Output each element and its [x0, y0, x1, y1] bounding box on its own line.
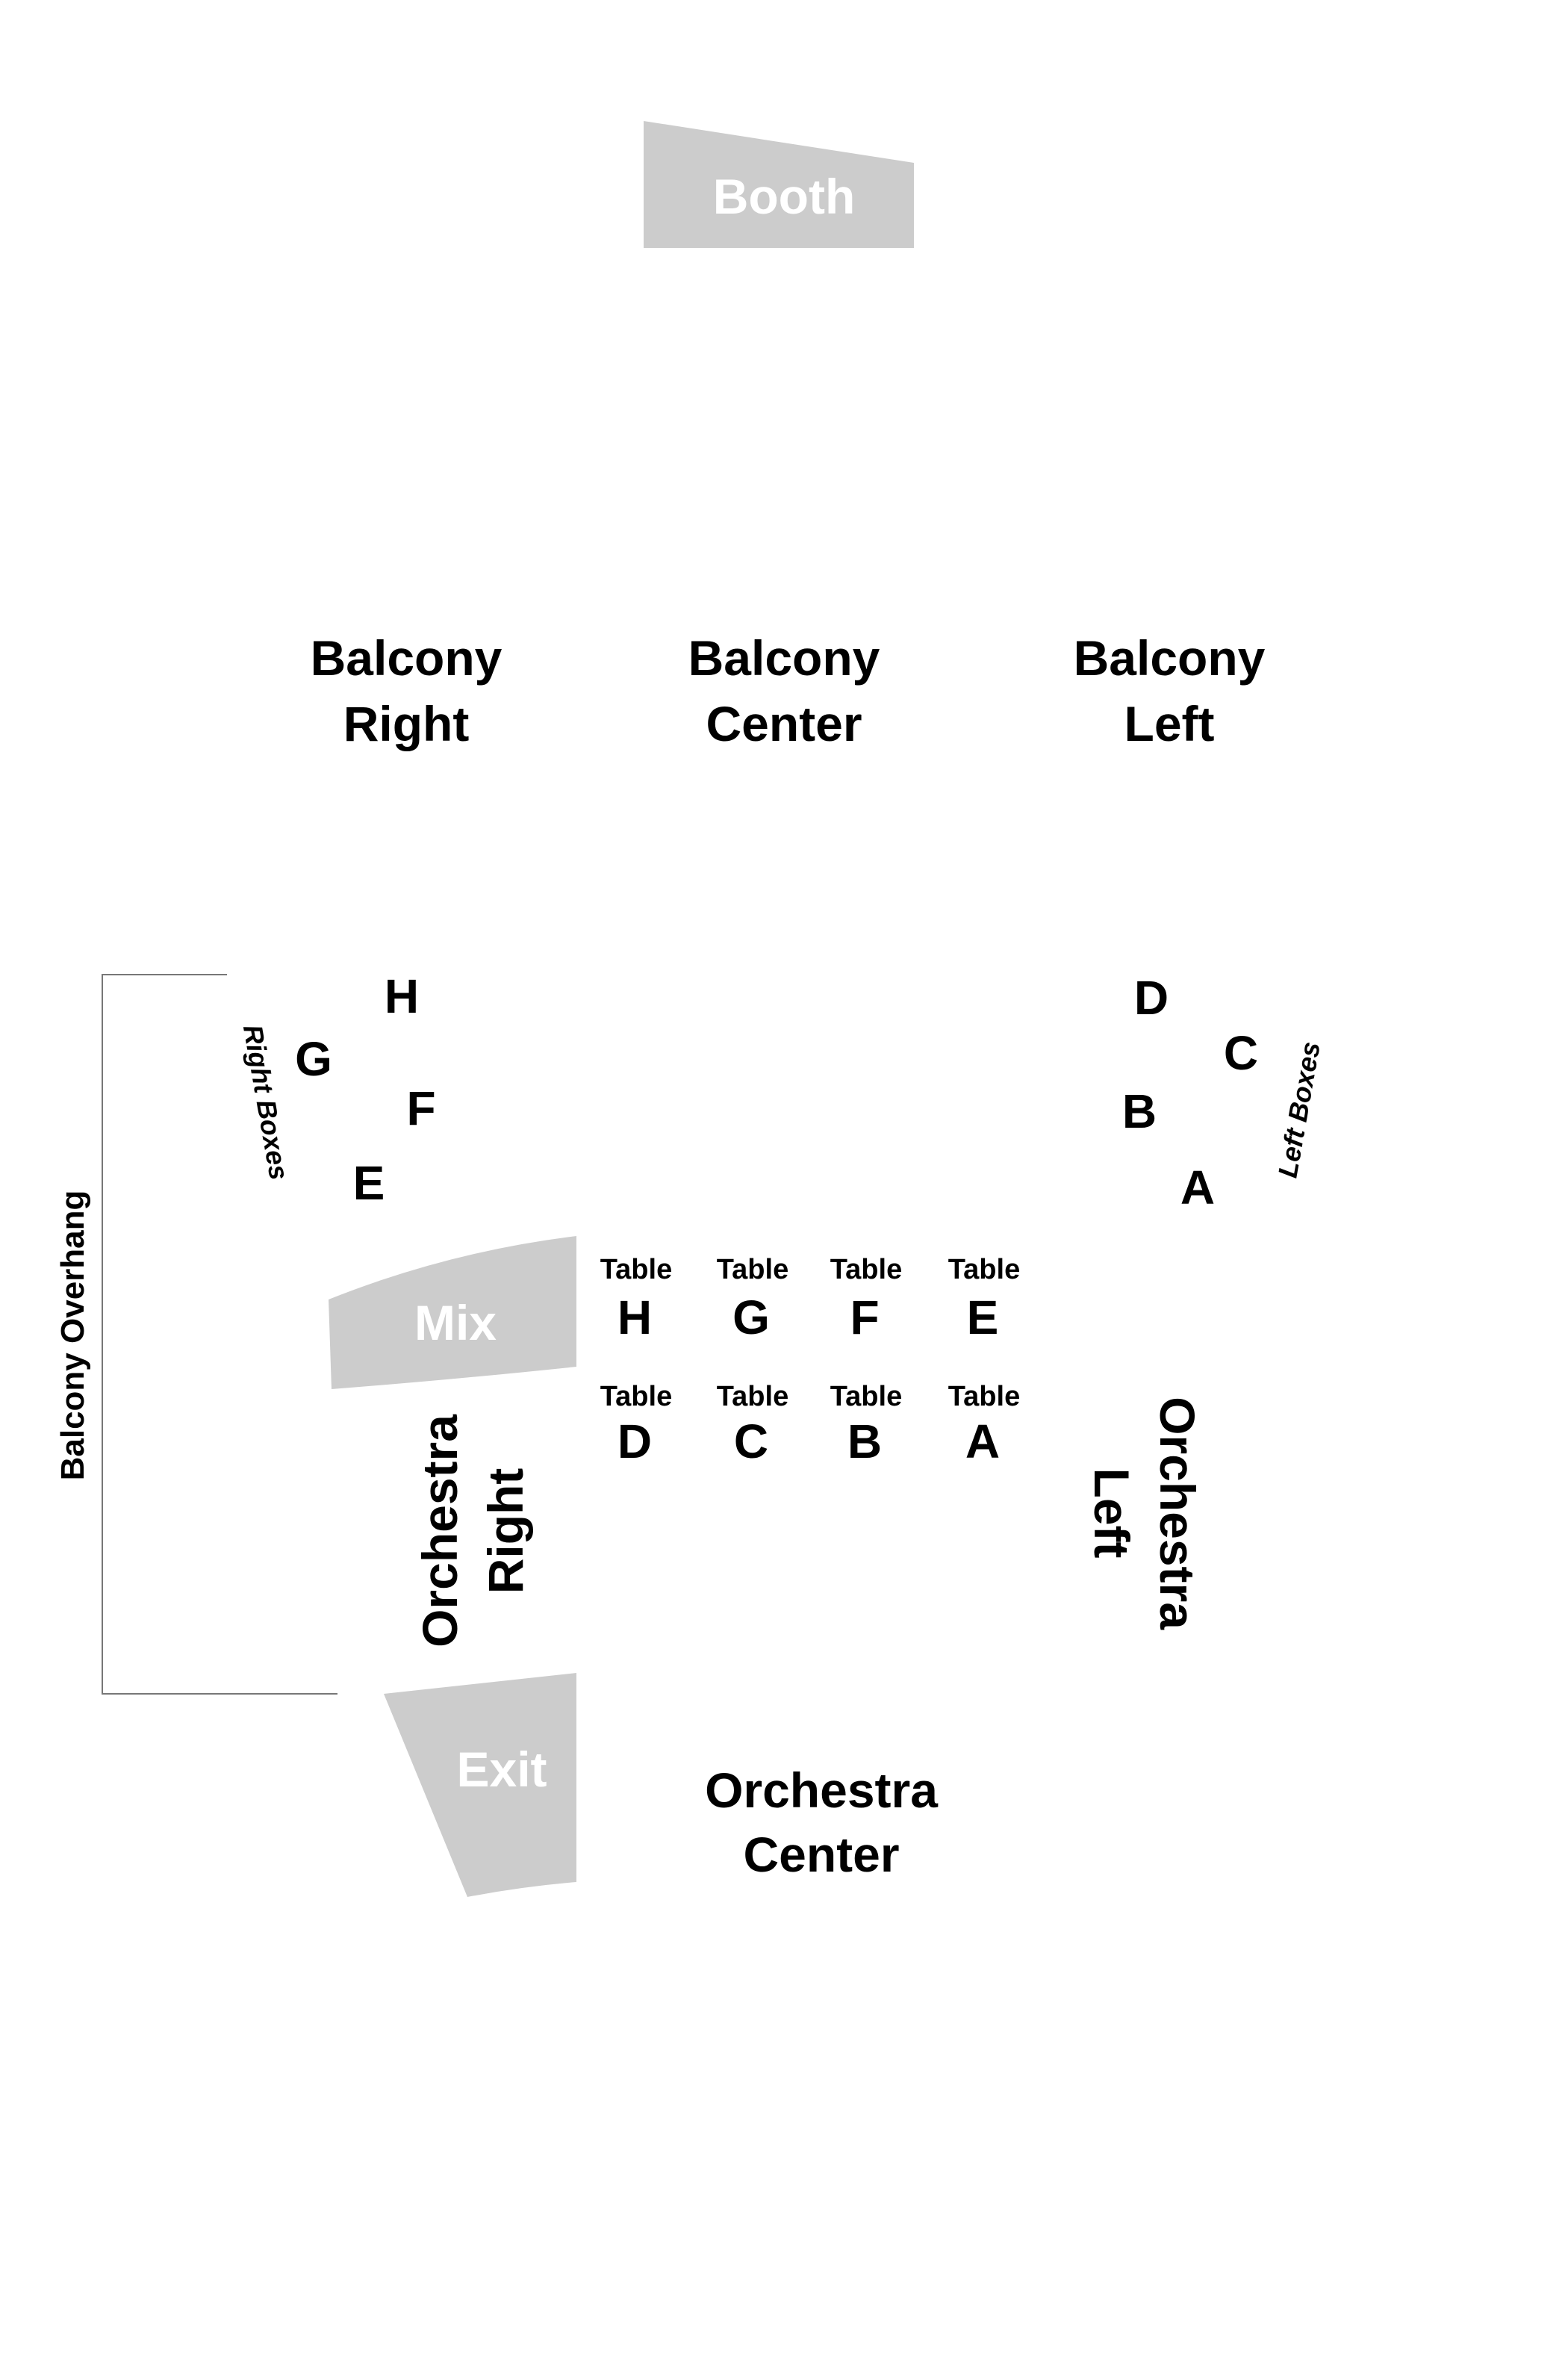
orchestra-left-section[interactable]: Orchestra Left	[1084, 1397, 1205, 1630]
balcony-center-label-line2: Center	[706, 696, 862, 751]
balcony-overhang-label: Balcony Overhang	[55, 1190, 91, 1481]
right-box-h[interactable]: H	[385, 969, 419, 1023]
table-e-letter: E	[967, 1291, 999, 1344]
balcony-right-label-line2: Right	[343, 696, 470, 751]
right-box-g[interactable]: G	[295, 1032, 332, 1086]
balcony-overhang: Balcony Overhang	[55, 974, 337, 1695]
table-b[interactable]: Table B	[830, 1381, 902, 1468]
table-f[interactable]: Table F	[830, 1254, 902, 1344]
orchestra-right-section[interactable]: Orchestra Right	[412, 1414, 533, 1648]
left-box-c[interactable]: C	[1224, 1026, 1258, 1080]
tables: Table H Table G Table F Table E Table D …	[600, 1254, 1020, 1468]
right-boxes-title: Right Boxes	[237, 1022, 295, 1182]
table-h-word: Table	[600, 1254, 672, 1285]
orchestra-left-label-line1: Orchestra	[1150, 1397, 1205, 1630]
table-h[interactable]: Table H	[600, 1254, 672, 1344]
table-c-word: Table	[717, 1381, 788, 1412]
table-h-letter: H	[617, 1291, 652, 1344]
left-box-b[interactable]: B	[1122, 1084, 1157, 1138]
table-c[interactable]: Table C	[717, 1381, 788, 1468]
orchestra-center-label-line1: Orchestra	[705, 1763, 939, 1818]
left-box-d[interactable]: D	[1134, 971, 1169, 1025]
balcony-left-section[interactable]: Balcony Left	[1074, 630, 1266, 751]
table-b-letter: B	[847, 1415, 882, 1468]
table-e-word: Table	[948, 1254, 1020, 1285]
booth-label: Booth	[713, 169, 856, 224]
orchestra-left-label-line2: Left	[1084, 1468, 1139, 1559]
balcony-left-label-line1: Balcony	[1074, 630, 1266, 686]
mix-zone[interactable]: Mix	[329, 1236, 576, 1389]
right-box-e[interactable]: E	[353, 1156, 385, 1210]
exit-zone[interactable]: Exit	[384, 1673, 576, 1897]
balcony-left-label-line2: Left	[1124, 696, 1215, 751]
left-boxes: Left Boxes D C B A	[1122, 971, 1326, 1214]
balcony-right-label-line1: Balcony	[311, 630, 503, 686]
right-box-f[interactable]: F	[406, 1081, 435, 1135]
exit-label: Exit	[456, 1742, 547, 1797]
overhang-bracket	[102, 974, 337, 1695]
orchestra-center-section[interactable]: Orchestra Center	[705, 1763, 939, 1882]
table-d[interactable]: Table D	[600, 1381, 672, 1468]
right-boxes: Right Boxes H G F E	[237, 969, 436, 1210]
table-f-word: Table	[830, 1254, 902, 1285]
balcony-center-label-line1: Balcony	[688, 630, 880, 686]
balcony-center-section[interactable]: Balcony Center	[688, 630, 880, 751]
left-boxes-title: Left Boxes	[1272, 1040, 1326, 1180]
mix-shape	[329, 1236, 576, 1389]
balcony-right-section[interactable]: Balcony Right	[311, 630, 503, 751]
table-a-word: Table	[948, 1381, 1020, 1412]
table-g-word: Table	[717, 1254, 788, 1285]
table-e[interactable]: Table E	[948, 1254, 1020, 1344]
table-d-word: Table	[600, 1381, 672, 1412]
orchestra-right-label-line1: Orchestra	[412, 1414, 467, 1648]
table-a-letter: A	[965, 1415, 1000, 1468]
table-f-letter: F	[850, 1291, 879, 1344]
table-d-letter: D	[617, 1415, 652, 1468]
exit-shape	[384, 1673, 576, 1897]
orchestra-right-label-line2: Right	[478, 1468, 533, 1594]
table-c-letter: C	[734, 1415, 768, 1468]
booth-zone[interactable]: Booth	[644, 121, 914, 248]
table-b-word: Table	[830, 1381, 902, 1412]
mix-label: Mix	[414, 1295, 497, 1350]
left-box-a[interactable]: A	[1180, 1161, 1215, 1214]
table-a[interactable]: Table A	[948, 1381, 1020, 1468]
orchestra-center-label-line2: Center	[743, 1827, 899, 1882]
table-g-letter: G	[732, 1291, 770, 1344]
table-g[interactable]: Table G	[717, 1254, 788, 1344]
booth-shape	[644, 121, 914, 248]
